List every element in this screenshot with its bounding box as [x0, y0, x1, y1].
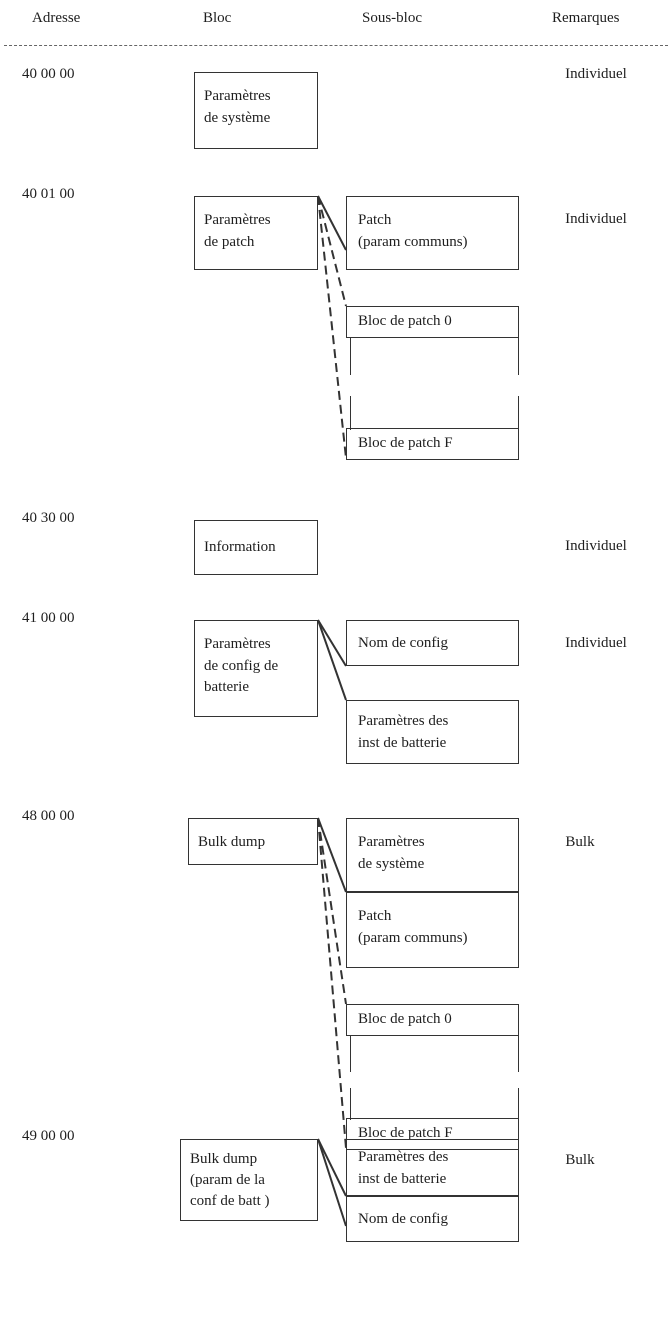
subblock-label: de système: [358, 856, 425, 872]
subblock-patch-block-f: Bloc de patch F: [346, 1118, 519, 1150]
subblock-label: Bloc de patch 0: [358, 313, 452, 329]
subblock-label: Paramètres: [358, 834, 425, 850]
connector-solid-line: [317, 1138, 347, 1227]
subblock-drum-inst-parameters: Paramètres des inst de batterie: [346, 700, 519, 764]
subblock-label: Patch: [358, 212, 392, 228]
subblock-label: inst de batterie: [358, 735, 447, 751]
remark-individual: Individuel: [565, 66, 627, 82]
subblock-stack-line: [518, 1036, 519, 1072]
block-system-parameters: Paramètres de système: [194, 72, 318, 149]
subblock-label: Bloc de patch 0: [358, 1011, 452, 1027]
block-label: Information: [204, 539, 276, 555]
block-drum-config-parameters: Paramètres de config de batterie: [194, 620, 318, 717]
connector-dashed-line: [317, 195, 347, 307]
address-48-00-00: 48 00 00: [22, 808, 75, 824]
block-information: Information: [194, 520, 318, 575]
connector-dashed-line: [317, 817, 347, 1149]
subblock-label: (param communs): [358, 234, 468, 250]
subblock-stack-line: [350, 1036, 351, 1072]
address-40-00-00: 40 00 00: [22, 66, 75, 82]
remark-individual: Individuel: [565, 538, 627, 554]
block-label: Bulk dump: [190, 1151, 258, 1167]
header-address: Adresse: [32, 10, 81, 26]
subblock-label: Nom de config: [358, 1211, 448, 1227]
subblock-patch-block-f: Bloc de patch F: [346, 428, 519, 460]
block-label: conf de batt ): [190, 1193, 270, 1209]
subblock-stack-line: [518, 1088, 519, 1120]
subblock-label: (param communs): [358, 930, 468, 946]
subblock-label: inst de batterie: [358, 1171, 447, 1187]
address-41-00-00: 41 00 00: [22, 610, 75, 626]
address-40-30-00: 40 30 00: [22, 510, 75, 526]
connector-solid-line: [317, 619, 347, 667]
block-label: de patch: [204, 234, 255, 250]
subblock-label: Paramètres des: [358, 1149, 449, 1165]
subblock-patch-block-0: Bloc de patch 0: [346, 1004, 519, 1036]
subblock-stack-line: [350, 396, 351, 430]
subblock-label: Patch: [358, 908, 392, 924]
block-label: Paramètres: [204, 88, 271, 104]
header-block: Bloc: [203, 10, 232, 26]
connector-solid-line: [317, 1138, 347, 1197]
subblock-stack-line: [350, 338, 351, 375]
connector-dashed-line: [317, 195, 347, 459]
connector-solid-line: [317, 817, 347, 893]
remark-individual: Individuel: [565, 635, 627, 651]
subblock-drum-inst-parameters: Paramètres des inst de batterie: [346, 1139, 519, 1196]
header-remarks: Remarques: [552, 10, 620, 26]
block-patch-parameters: Paramètres de patch: [194, 196, 318, 270]
subblock-label: Paramètres des: [358, 713, 449, 729]
block-label: Paramètres: [204, 636, 271, 652]
block-label: Paramètres: [204, 212, 271, 228]
remark-bulk: Bulk: [565, 834, 595, 850]
connector-solid-line: [317, 619, 347, 701]
address-40-01-00: 40 01 00: [22, 186, 75, 202]
header-subblock: Sous-bloc: [362, 10, 422, 26]
subblock-config-name: Nom de config: [346, 620, 519, 666]
subblock-patch-common: Patch (param communs): [346, 196, 519, 270]
block-label: batterie: [204, 679, 249, 695]
subblock-stack-line: [518, 338, 519, 375]
connector-solid-line: [317, 195, 347, 251]
header-divider: [4, 45, 668, 46]
subblock-label: Bloc de patch F: [358, 435, 453, 451]
subblock-patch-common: Patch (param communs): [346, 892, 519, 968]
block-label: de système: [204, 110, 271, 126]
block-label: (param de la: [190, 1172, 265, 1188]
block-bulk-dump-drum-config: Bulk dump (param de la conf de batt ): [180, 1139, 318, 1221]
remark-individual: Individuel: [565, 211, 627, 227]
subblock-label: Nom de config: [358, 635, 448, 651]
remark-bulk: Bulk: [565, 1152, 595, 1168]
block-bulk-dump: Bulk dump: [188, 818, 318, 865]
subblock-config-name: Nom de config: [346, 1196, 519, 1242]
address-49-00-00: 49 00 00: [22, 1128, 75, 1144]
subblock-patch-block-0: Bloc de patch 0: [346, 306, 519, 338]
subblock-stack-line: [350, 1088, 351, 1120]
connector-dashed-line: [317, 817, 347, 1005]
subblock-label: Bloc de patch F: [358, 1125, 453, 1141]
subblock-stack-line: [518, 396, 519, 430]
subblock-system-parameters: Paramètres de système: [346, 818, 519, 892]
block-label: de config de: [204, 658, 279, 674]
block-label: Bulk dump: [198, 834, 266, 850]
